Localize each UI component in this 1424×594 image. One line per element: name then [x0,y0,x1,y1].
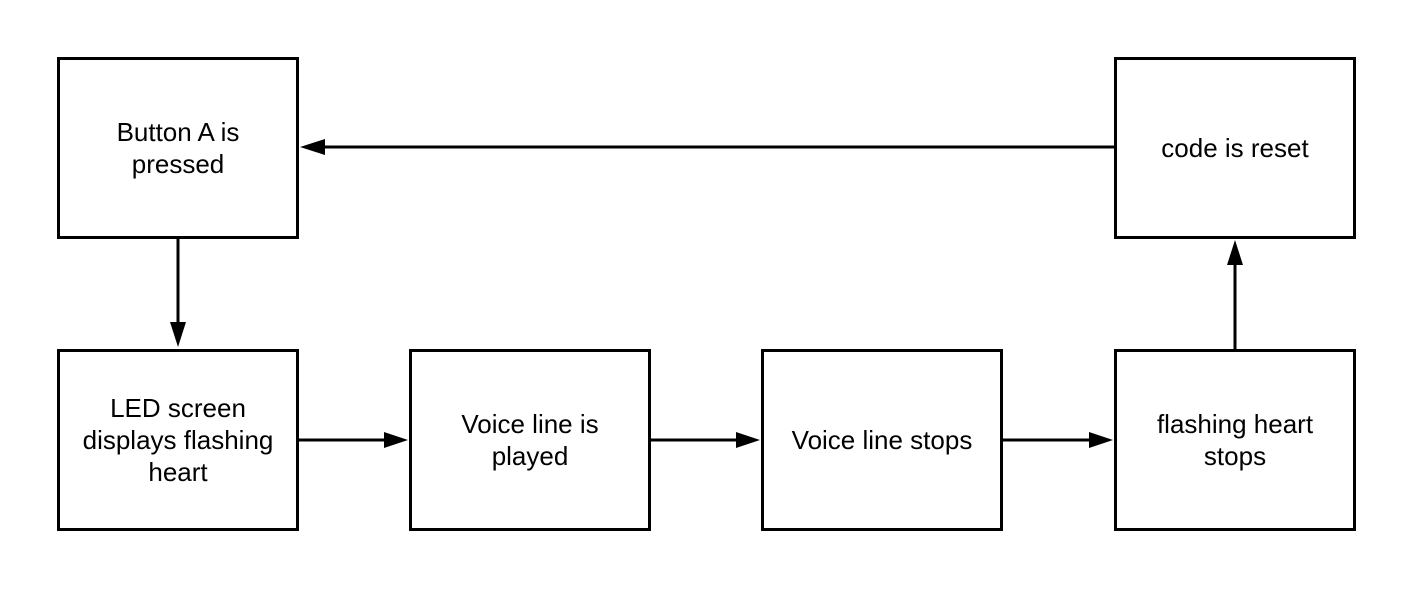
node-label: Voice line is played [461,409,599,471]
arrowhead-heart-stops-to-code-reset [1227,240,1243,265]
node-label: code is reset [1161,133,1309,163]
arrowhead-led-to-voice-played [384,432,408,448]
arrowhead-code-reset-to-button [300,139,325,155]
node-button-a-pressed: Button A is pressed [57,57,299,239]
arrowhead-button-to-led [170,322,186,347]
node-label: Button A is pressed [116,117,240,179]
node-label: Voice line stops [791,425,973,455]
arrowhead-voice-stops-to-heart-stops [1089,432,1113,448]
node-led-screen: LED screen displays flashing heart [57,349,299,531]
node-flashing-heart-stops: flashing heart stops [1114,349,1356,531]
arrowhead-voice-played-to-voice-stops [736,432,760,448]
node-voice-line-played: Voice line is played [409,349,651,531]
node-voice-line-stops: Voice line stops [761,349,1003,531]
node-code-reset: code is reset [1114,57,1356,239]
node-label: LED screen displays flashing heart [82,393,274,487]
node-label: flashing heart stops [1156,409,1314,471]
